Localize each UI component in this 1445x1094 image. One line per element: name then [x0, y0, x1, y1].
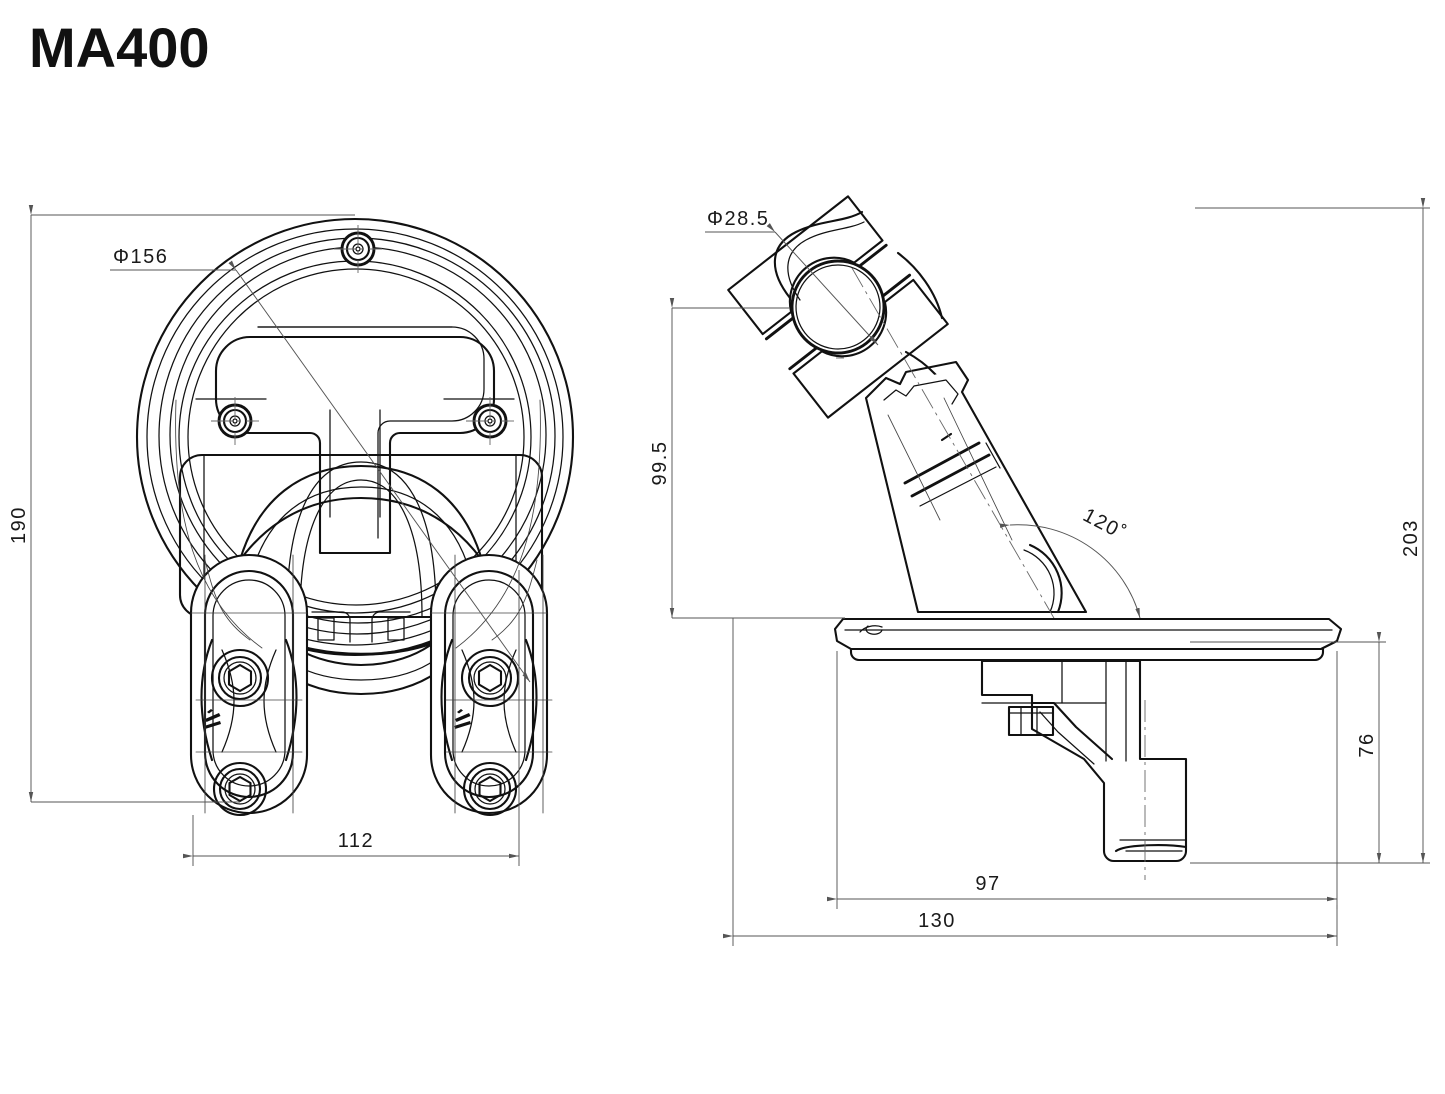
dim-label-phi28: Φ28.5 [707, 208, 769, 230]
dim-label-130: 130 [918, 910, 956, 932]
dim-label-112: 112 [338, 830, 374, 852]
side-dimension-76: 76 [1190, 632, 1386, 863]
dim-label-99-5: 99.5 [649, 441, 671, 486]
side-dimension-97: 97 [827, 651, 1338, 909]
dim-label-203: 203 [1400, 519, 1422, 557]
page-title: MA400 [29, 16, 210, 79]
front-dimension-phi156: Φ156 [110, 246, 531, 683]
side-lower-bracket [980, 659, 1188, 880]
dim-label-120: 120˚ [1079, 504, 1130, 545]
dim-label-76: 76 [1356, 732, 1378, 757]
front-view-group [135, 217, 575, 817]
front-clamp-arm-left [189, 553, 309, 817]
side-dimension-99-5: 99.5 [649, 298, 845, 619]
front-clamp-arm-right [429, 553, 553, 817]
dim-label-190: 190 [8, 506, 30, 544]
dim-label-97: 97 [975, 873, 1000, 895]
side-dimension-203: 203 [1190, 198, 1430, 864]
side-dimension-130: 130 [723, 618, 1338, 946]
side-view-group [727, 195, 1343, 880]
side-base-plate [833, 617, 1343, 662]
front-dimension-190: 190 [8, 205, 355, 803]
side-dimension-phi28: Φ28.5 [705, 208, 879, 346]
dim-label-phi156: Φ156 [113, 246, 168, 268]
side-arm [864, 360, 1088, 614]
